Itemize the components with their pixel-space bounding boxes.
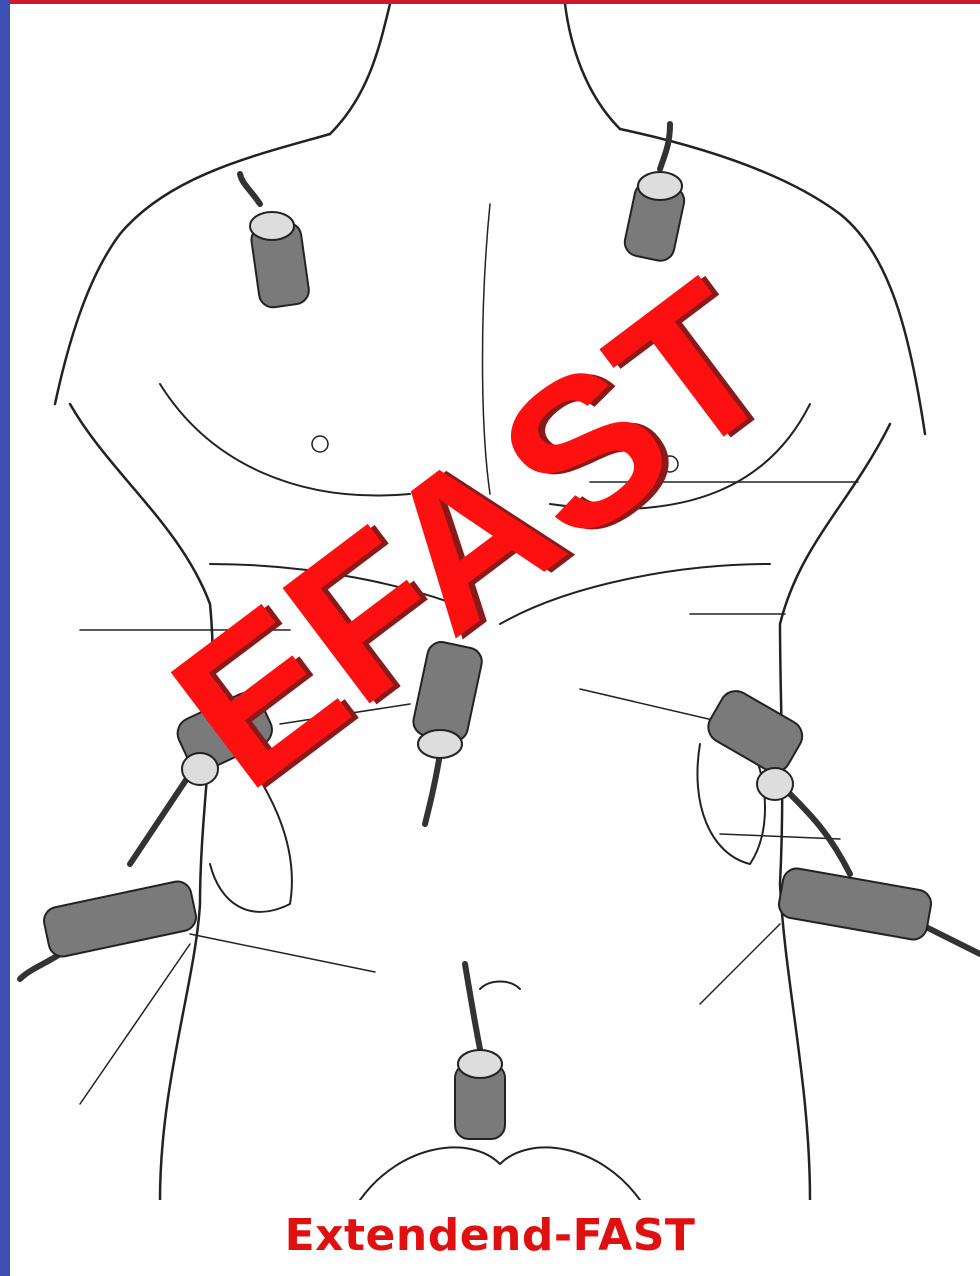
leader-line-6 — [80, 944, 190, 1104]
pelvis-outline — [360, 1147, 640, 1200]
left-border — [0, 0, 10, 1276]
torso-right-side — [780, 424, 890, 1200]
probe-left-flank-upper — [703, 685, 808, 778]
cable-subxiphoid — [425, 754, 440, 824]
torso-left-side — [70, 404, 213, 1200]
cable-right-flank-lower — [20, 954, 60, 979]
probe-right-flank-lower — [41, 879, 198, 959]
leader-line-7 — [700, 924, 780, 1004]
leader-line-8 — [580, 689, 730, 724]
caption: Extendend-FAST — [0, 1210, 980, 1261]
nipple-left — [312, 436, 328, 452]
cable-left-flank-upper — [790, 794, 850, 874]
navel — [480, 982, 520, 990]
cable-right-chest — [240, 174, 260, 204]
leader-line-5 — [190, 934, 375, 972]
cable-right-flank-upper — [130, 774, 190, 864]
probe-left-flank-lower — [777, 866, 933, 941]
cable-left-chest — [660, 124, 670, 169]
neck-left — [330, 4, 390, 134]
cable-left-flank-lower — [920, 924, 980, 954]
cable-pelvic — [465, 964, 480, 1049]
neck-right — [565, 4, 620, 129]
leader-line-4 — [720, 834, 840, 839]
